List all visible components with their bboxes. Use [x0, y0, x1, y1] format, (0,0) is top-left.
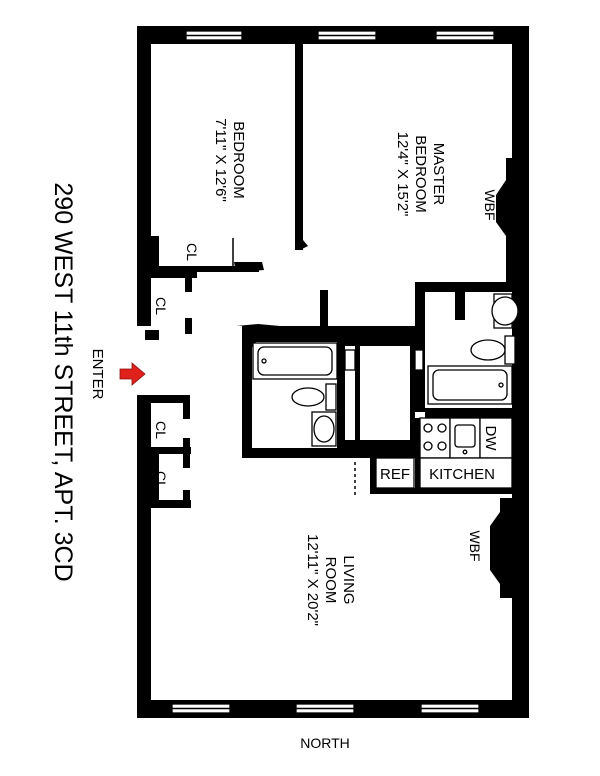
- plan-title: 290 WEST 11th STREET, APT. 3CD: [49, 182, 77, 581]
- stove: [419, 417, 451, 459]
- wall-hall-closet-low-side-2: [183, 490, 190, 508]
- wall-bedroom-master: [295, 44, 303, 250]
- label-closet-hall-mid: CL: [153, 421, 169, 439]
- sink-2-basin: [491, 296, 519, 326]
- wall-bath1-top-stub: [320, 290, 328, 326]
- svg-text:CL: CL: [153, 421, 169, 439]
- wall-bedroom-bottom-end: [234, 262, 264, 272]
- svg-text:CL: CL: [153, 297, 169, 315]
- interior-walls: [145, 44, 512, 508]
- fixtures: [252, 293, 519, 496]
- wall-bath2-bottom: [425, 408, 512, 418]
- toilet-2-tank: [504, 335, 516, 365]
- east-wall: [512, 26, 529, 718]
- svg-text:WBF: WBF: [482, 189, 498, 220]
- svg-text:CL: CL: [153, 471, 169, 489]
- label-refrigerator: REF: [380, 466, 410, 483]
- svg-text:DW: DW: [482, 426, 499, 452]
- wall-hall-closet-top: [151, 272, 197, 278]
- wall-hall-closet-mid-side-2: [183, 438, 190, 454]
- room-living-room: LIVING ROOM 12'11" X 20'2": [304, 534, 357, 626]
- room-master-bedroom: MASTER BEDROOM 12'4" X 15'2": [394, 132, 447, 217]
- label-closet-hall-bottom: CL: [153, 471, 169, 489]
- living-room-name-1: LIVING: [340, 555, 357, 604]
- toilet-2-bowl: [470, 339, 506, 361]
- living-room-size: 12'11" X 20'2": [304, 534, 321, 626]
- wall-hall-closet-low-left: [151, 454, 159, 508]
- wall-kitchen-left: [415, 418, 420, 492]
- label-wbf-master: WBF: [482, 189, 498, 220]
- wall-hall-closet-mid-top: [145, 395, 190, 403]
- wall-hall-closet-top-side-2: [185, 318, 192, 334]
- bathtub-2-basin: [432, 369, 508, 401]
- sink-1-basin: [313, 415, 335, 443]
- wall-bath1-bottom: [242, 448, 340, 458]
- wbf-chimney-master: [496, 158, 529, 282]
- dishwasher: [479, 417, 513, 459]
- label-closet-hall-top: CL: [153, 297, 169, 315]
- chase-window-left: [344, 349, 356, 371]
- west-wall-lower: [137, 395, 151, 718]
- entry-arrow-icon: [119, 362, 146, 386]
- chase-window-right: [414, 349, 424, 371]
- wall-bedroom-master-end: [295, 240, 308, 250]
- wall-bath1-top: [236, 324, 340, 392]
- wall-bath2-divider: [455, 292, 465, 320]
- label-dishwasher: DW: [482, 426, 499, 452]
- master-bedroom-name-2: BEDROOM: [412, 135, 429, 213]
- svg-text:CL: CL: [184, 243, 200, 261]
- label-closet-bedroom: CL: [184, 243, 200, 261]
- wall-bath1-left: [242, 326, 252, 456]
- windows: [171, 30, 495, 714]
- wall-bedroom-bottom: [159, 266, 259, 272]
- wall-hall-closet-top-side: [185, 272, 192, 292]
- wall-hall-closet-top-bottom: [145, 330, 159, 340]
- label-kitchen: KITCHEN: [429, 466, 495, 483]
- label-wbf-living: WBF: [467, 530, 483, 561]
- wall-bath1-right: [337, 326, 345, 458]
- wall-chase-top: [345, 326, 425, 346]
- wall-chase-left: [355, 346, 360, 440]
- wall-bath2-top: [415, 282, 512, 292]
- label-north: NORTH: [300, 735, 350, 751]
- wbf-chimney-living: [490, 498, 512, 598]
- label-enter: ENTER: [89, 349, 106, 400]
- wall-chase-bottom: [345, 440, 425, 458]
- master-bedroom-name-1: MASTER: [430, 143, 447, 206]
- wall-hall-closet-low-bottom: [151, 500, 191, 508]
- room-bedroom: BEDROOM 7'11" X 12'6": [212, 118, 247, 202]
- wall-bath2-left: [415, 282, 425, 412]
- bedroom-size: 7'11" X 12'6": [212, 118, 229, 202]
- wall-closet-bedroom-left: [151, 236, 159, 272]
- wall-kitchen-bottom: [370, 488, 512, 494]
- plan-title-text: 290 WEST 11th STREET, APT. 3CD: [49, 182, 77, 581]
- refrigerator: [375, 457, 415, 489]
- svg-text:ENTER: ENTER: [89, 349, 106, 400]
- kitchen-counter: [419, 457, 513, 489]
- wall-hall-closet-mid-side: [183, 395, 190, 419]
- wall-ref-left: [370, 458, 376, 492]
- master-bedroom-size: 12'4" X 15'2": [394, 132, 411, 217]
- svg-text:WBF: WBF: [467, 530, 483, 561]
- bathtub-1-basin: [257, 346, 333, 376]
- toilet-1-tank: [325, 383, 337, 411]
- west-wall-upper: [137, 26, 151, 326]
- living-room-name-2: ROOM: [322, 557, 339, 604]
- wall-hall-closet-low-side: [183, 454, 190, 468]
- toilet-1-bowl: [291, 387, 325, 407]
- bedroom-name: BEDROOM: [230, 121, 247, 199]
- wall-chase-right: [410, 346, 415, 440]
- wall-hall-closet-mid-bottom: [151, 447, 191, 454]
